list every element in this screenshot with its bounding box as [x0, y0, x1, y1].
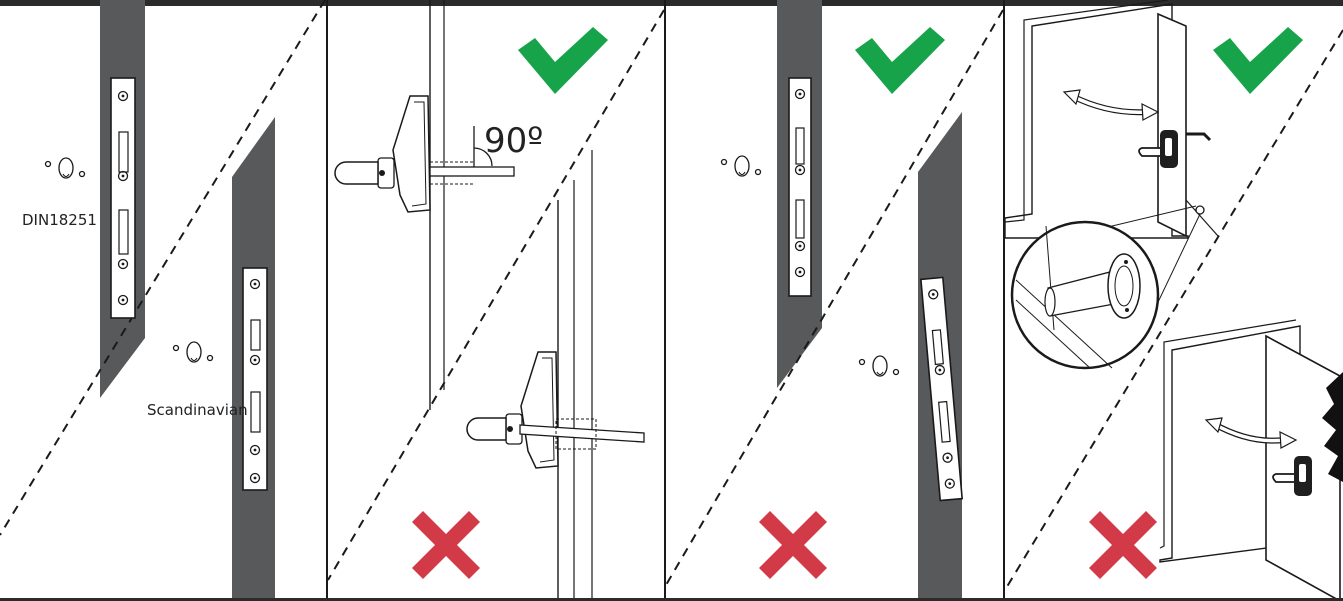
panel-separator — [326, 0, 328, 601]
hole-set-bottom — [858, 355, 900, 377]
panel-separator — [1003, 0, 1005, 601]
strike-plate-correct — [788, 77, 812, 297]
cross-mark-icon — [759, 511, 827, 579]
check-mark-icon — [855, 27, 945, 94]
panel-separator — [664, 0, 666, 601]
cross-mark-icon — [412, 511, 480, 579]
swing-arrow-bottom — [1204, 417, 1298, 449]
lock-on-door-impact — [1272, 456, 1312, 496]
status-marks — [412, 27, 1303, 579]
door-stop — [1195, 205, 1205, 215]
strike-plate-scandinavian — [242, 267, 268, 491]
hole-set-top — [720, 155, 762, 177]
strike-plate-din — [110, 77, 136, 319]
bottom-frame-bar — [0, 598, 1343, 601]
divider-dashed-line — [0, 0, 326, 536]
panel-1: DIN18251 Scandinavian — [0, 0, 326, 601]
label-din18251: DIN18251 — [22, 211, 97, 229]
cross-mark-icon — [1089, 511, 1157, 579]
door-stop-detail-magnifier — [1010, 220, 1160, 370]
check-mark-icon — [1213, 27, 1303, 94]
door-open-correct — [1157, 12, 1187, 238]
top-frame-bar — [0, 0, 1343, 6]
panel-2: 90º — [327, 0, 665, 601]
label-scandinavian: Scandinavian — [147, 401, 248, 419]
label-angle: 90º — [484, 121, 543, 161]
impact-burst-icon — [1322, 372, 1343, 482]
hole-set-din — [44, 157, 86, 179]
panel-3 — [665, 0, 1004, 601]
hole-set-scandinavian — [172, 341, 214, 363]
panel-4 — [1004, 0, 1343, 601]
lock-incorrect-angle — [466, 351, 645, 469]
lock-on-door — [1138, 130, 1212, 168]
lock-correct-angle — [334, 95, 515, 213]
divider-dashed-line — [1004, 29, 1343, 591]
check-mark-icon — [518, 27, 608, 94]
swing-arrow-top — [1062, 89, 1160, 121]
strike-plate-tilted — [920, 276, 964, 502]
divider-dashed-line — [327, 9, 665, 581]
